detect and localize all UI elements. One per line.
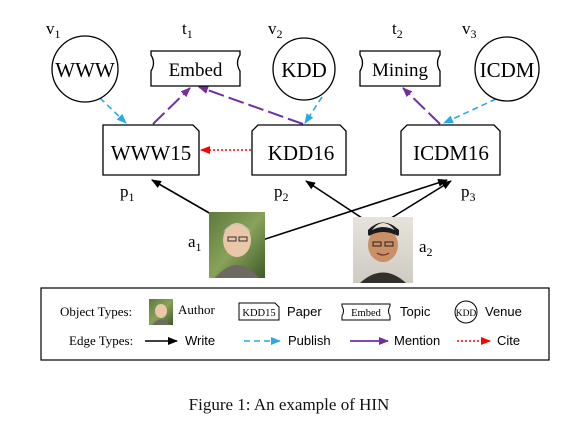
legend-mention-label: Mention <box>394 333 440 348</box>
node-label-p3: p3 <box>461 182 476 204</box>
legend-topic-swatch: Embed <box>341 303 391 321</box>
mention-edge-p3-t2 <box>402 87 441 125</box>
legend-topic-label: Topic <box>400 304 431 319</box>
venue-node-text: WWW <box>55 58 115 82</box>
write-edge-a1-p3 <box>249 178 448 245</box>
hin-diagram: WWW KDD ICDM Embed Mining WWW15 KDD16 IC… <box>40 19 550 361</box>
node-label-v1: v1 <box>46 19 61 41</box>
node-label-v3: v3 <box>462 19 477 41</box>
topic-node-text: Mining <box>372 60 428 81</box>
legend-cite-label: Cite <box>497 333 520 348</box>
legend-paper-label: Paper <box>287 304 322 319</box>
paper-node-p2: KDD16 <box>251 124 347 176</box>
node-label-a1: a1 <box>188 232 202 254</box>
node-label-p2: p2 <box>274 182 289 204</box>
mention-edge-p1-t1 <box>152 87 191 125</box>
paper-node-p3: ICDM16 <box>400 124 501 176</box>
venue-node-v1: WWW <box>51 35 119 103</box>
node-label-a2: a2 <box>419 237 433 259</box>
topic-node-text: Embed <box>169 60 223 81</box>
topic-node-t2: Mining <box>359 50 441 87</box>
figure-caption: Figure 1: An example of HIN <box>188 395 390 414</box>
write-edge-a2-p2 <box>305 180 369 223</box>
author-photo-a2 <box>353 217 413 283</box>
legend-author-label: Author <box>178 302 216 317</box>
venue-node-text: KDD <box>281 58 327 82</box>
venue-node-text: ICDM <box>480 58 535 82</box>
mention-edge-p2-t1 <box>198 86 304 125</box>
venue-node-v2: KDD <box>272 37 336 101</box>
legend-paper-swatch: KDD15 <box>238 302 280 321</box>
legend-edge-types-label: Edge Types: <box>69 333 133 348</box>
node-label-p1: p1 <box>120 182 135 204</box>
legend-venue-swatch: KDD <box>454 300 478 324</box>
edges-layer <box>99 86 497 245</box>
paper-node-text: WWW15 <box>111 141 191 165</box>
publish-edge-v2-p2 <box>304 96 323 124</box>
publish-edge-v3-p3 <box>443 98 497 124</box>
node-label-v2: v2 <box>268 19 283 41</box>
write-edge-a2-p3 <box>387 180 452 221</box>
author-photo-a1 <box>209 212 265 278</box>
node-label-t2: t2 <box>392 19 403 41</box>
venue-node-v3: ICDM <box>474 36 540 102</box>
publish-edge-v1-p1 <box>99 97 127 124</box>
legend-paper-sample: KDD15 <box>242 308 275 319</box>
legend-topic-sample: Embed <box>351 308 381 319</box>
legend-publish-label: Publish <box>288 333 331 348</box>
legend-venue-label: Venue <box>485 304 522 319</box>
node-label-t1: t1 <box>182 19 193 41</box>
paper-node-p1: WWW15 <box>102 124 200 176</box>
write-edge-a1-p1 <box>151 179 219 219</box>
legend: Object Types: Author KDD15 Paper Embed T… <box>40 287 550 361</box>
legend-write-label: Write <box>185 333 215 348</box>
paper-node-text: ICDM16 <box>413 141 489 165</box>
legend-venue-sample: KDD <box>456 309 477 319</box>
paper-node-text: KDD16 <box>268 141 335 165</box>
legend-object-types-label: Object Types: <box>60 304 132 319</box>
topic-node-t1: Embed <box>150 50 241 87</box>
legend-author-swatch <box>149 299 173 325</box>
